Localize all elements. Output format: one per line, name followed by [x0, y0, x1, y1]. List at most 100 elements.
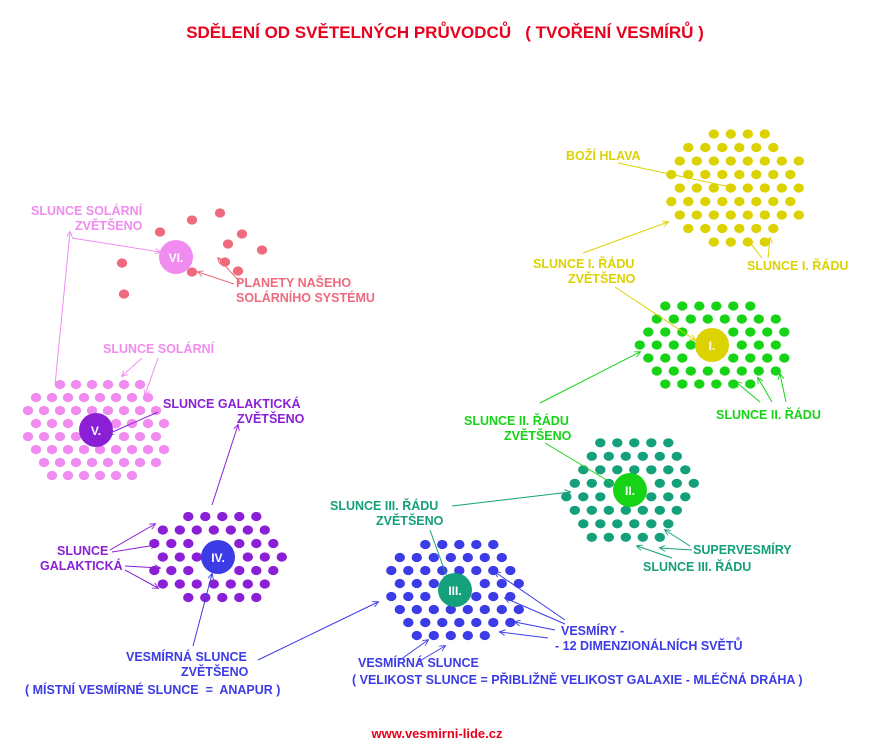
dot-teal: [663, 492, 674, 502]
dot-purple: [183, 511, 194, 522]
label-slunce-ii-zvetseno-1: SLUNCE II. ŘÁDU: [464, 413, 569, 428]
cluster-center-iii: III.: [438, 573, 472, 607]
dot-teal: [680, 465, 691, 475]
arrow-vesmiry-3: [515, 622, 556, 631]
dot-yellow: [725, 129, 736, 139]
dot-pink: [142, 392, 154, 403]
dot-yellow: [785, 196, 796, 207]
dot-planet: [118, 289, 130, 299]
dot-clusters: [22, 129, 804, 641]
arrow-ii-zvetseno-down: [544, 442, 620, 488]
dot-blue: [411, 630, 422, 641]
dot-blue: [411, 578, 422, 589]
cluster-center-vi: VI.: [159, 240, 193, 274]
arrow-slunce-i-radu-b: [768, 238, 770, 259]
dot-pink: [38, 431, 50, 442]
dot-pink: [134, 379, 146, 390]
dot-green: [660, 301, 671, 311]
dot-green: [668, 366, 679, 376]
dot-pink: [70, 379, 82, 390]
dot-blue: [462, 630, 473, 641]
dot-yellow: [725, 156, 736, 166]
dot-yellow: [674, 183, 685, 193]
dot-blue: [471, 591, 482, 602]
dot-yellow: [759, 210, 770, 220]
dot-teal: [654, 505, 665, 515]
dot-pink: [142, 418, 154, 429]
dot-teal: [654, 478, 665, 488]
dot-yellow: [700, 169, 711, 180]
dot-blue: [505, 617, 516, 628]
dot-yellow: [717, 169, 728, 180]
dot-pink: [70, 457, 82, 468]
cluster-label-v: V.: [91, 424, 101, 438]
dot-blue: [479, 604, 490, 615]
label-slunce-i-radu: SLUNCE I. ŘÁDU: [747, 258, 848, 273]
dot-teal: [654, 532, 665, 542]
label-vesmirna-slunce: VESMÍRNÁ SLUNCE: [358, 655, 479, 670]
dot-teal: [578, 465, 589, 475]
dot-yellow: [768, 169, 779, 180]
label-vesmirna-zvetseno-1: VESMÍRNÁ SLUNCE: [126, 649, 247, 664]
dot-pink: [46, 470, 58, 481]
dot-teal: [595, 492, 606, 502]
label-velikost-slunce: ( VELIKOST SLUNCE = PŘIBLIŽNĚ VELIKOST G…: [352, 672, 803, 687]
connector-arrows: [54, 162, 787, 663]
dot-purple: [234, 592, 245, 603]
arrow-galakticka-4: [124, 569, 158, 588]
dot-purple: [268, 538, 279, 549]
dot-pink: [110, 470, 122, 481]
label-mistni: ( MÍSTNÍ VESMÍRNÉ SLUNCE = ANAPUR ): [25, 682, 280, 697]
dot-purple: [251, 565, 262, 576]
arrow-vesmiry-1: [495, 572, 566, 621]
dot-pink: [102, 457, 114, 468]
dot-yellow: [742, 129, 753, 139]
dot-yellow: [734, 169, 745, 180]
dot-teal: [646, 465, 657, 475]
dot-teal: [629, 438, 640, 448]
dot-pink: [118, 431, 130, 442]
dot-purple: [166, 565, 177, 576]
dot-purple: [183, 592, 194, 603]
dot-pink: [62, 392, 74, 403]
dot-green: [736, 340, 747, 350]
arrow-ii-radu-3: [780, 374, 787, 403]
dot-pink: [86, 405, 98, 416]
dot-pink: [38, 405, 50, 416]
dot-green: [779, 353, 790, 363]
dot-purple: [242, 579, 253, 589]
dot-teal: [646, 519, 657, 529]
dot-pink: [118, 379, 130, 390]
dot-blue: [403, 565, 414, 576]
dot-teal: [586, 505, 597, 515]
dot-blue: [479, 630, 490, 641]
dot-teal: [671, 451, 682, 461]
dot-pink: [46, 444, 58, 455]
arrow-vesmirna-zvetseno-up: [192, 574, 212, 647]
dot-purple: [268, 565, 279, 576]
dot-yellow: [776, 183, 787, 193]
dot-purple: [251, 592, 262, 603]
dot-purple: [149, 538, 160, 549]
footer-url[interactable]: www.vesmirni-lide.cz: [370, 726, 503, 741]
dot-purple: [191, 525, 202, 535]
dot-yellow: [793, 210, 804, 220]
dot-purple: [157, 552, 168, 562]
dot-green: [694, 301, 705, 311]
dot-green: [651, 340, 662, 350]
dot-pink: [30, 418, 42, 429]
dot-teal: [595, 465, 606, 475]
dot-purple: [208, 579, 219, 589]
dot-teal: [663, 519, 674, 529]
arrow-planety-2: [198, 272, 235, 285]
dot-teal: [603, 451, 614, 461]
dot-pink: [46, 418, 58, 429]
dot-purple: [251, 511, 262, 522]
dot-blue: [437, 539, 448, 550]
dot-blue: [462, 552, 473, 563]
dot-teal: [569, 505, 580, 515]
page-title: SDĚLENÍ OD SVĚTELNÝCH PRŮVODCŮ ( TVOŘENÍ…: [186, 22, 704, 42]
dot-pink: [126, 392, 138, 403]
dot-purple: [225, 525, 236, 535]
label-solarni-zvetseno-1: SLUNCE SOLÁRNÍ: [31, 203, 143, 218]
